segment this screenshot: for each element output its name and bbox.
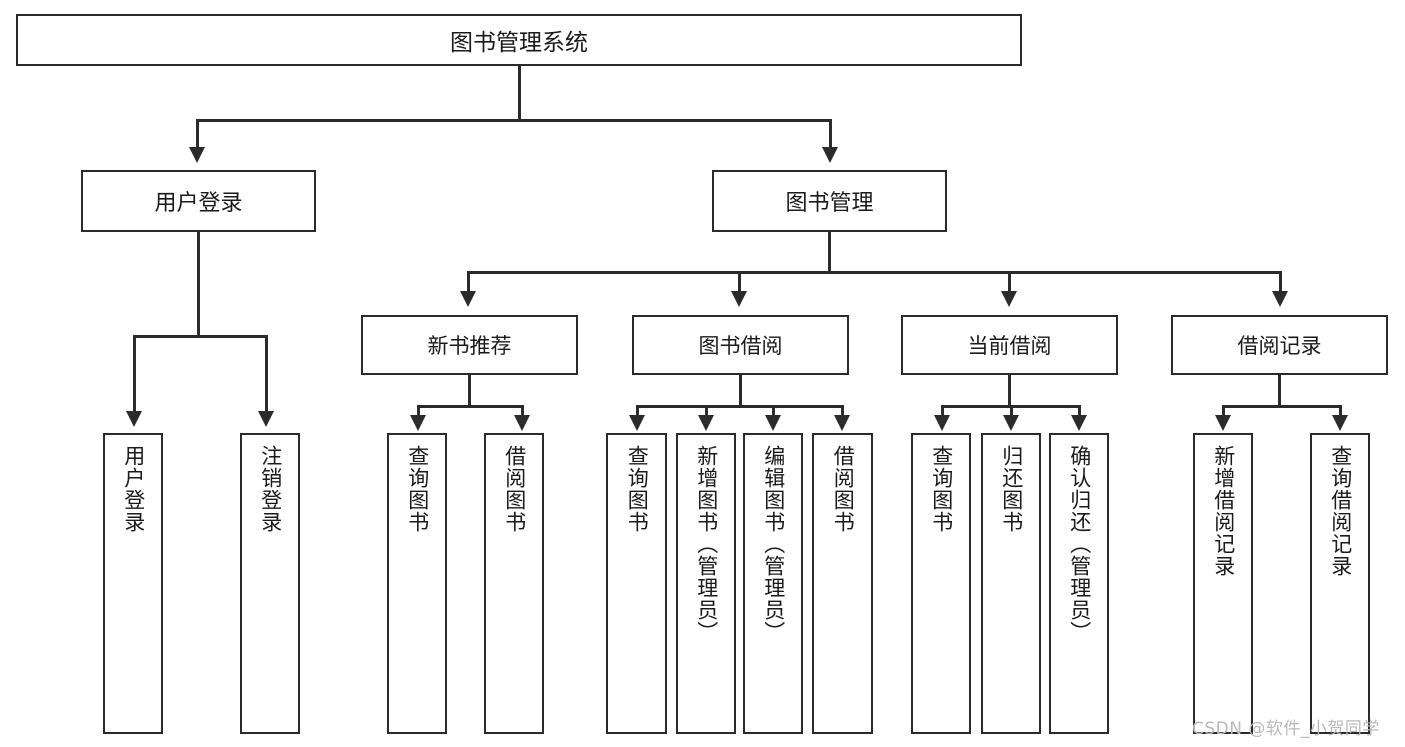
node-label: 查询图书 [929, 445, 954, 533]
edge-new-book-recommend-bus [417, 405, 524, 408]
arrowhead-leaf-borrow-book-1 [514, 415, 530, 431]
arrowhead-leaf-add-record [1215, 415, 1231, 431]
node-leaf-confirm-return[interactable]: 确认归还（管理员） [1049, 433, 1109, 734]
node-leaf-return-book[interactable]: 归还图书 [981, 433, 1041, 734]
arrowhead-leaf-query-book-3 [934, 415, 950, 431]
arrowhead-leaf-add-book [698, 415, 714, 431]
arrowhead-leaf-edit-book [765, 415, 781, 431]
edge-drop-leaf-user-login [133, 335, 136, 413]
edge-new-book-recommend-stem [468, 375, 471, 407]
edge-book-borrow-stem [739, 375, 742, 407]
node-leaf-borrow-book-2[interactable]: 借阅图书 [812, 433, 873, 734]
edge-level2-bus [196, 119, 832, 122]
edge-borrow-record-bus [1222, 405, 1340, 408]
node-new-book-recommend[interactable]: 新书推荐 [361, 315, 578, 375]
node-label: 查询借阅记录 [1328, 445, 1353, 577]
edge-drop-leaf-query-book-2 [636, 405, 639, 417]
node-label: 编辑图书（管理员） [761, 445, 786, 643]
node-label: 新增图书（管理员） [694, 445, 719, 643]
arrowhead-new-book-recommend [460, 291, 476, 307]
csdn-watermark: CSDN @软件_小贺同学 [1192, 719, 1380, 739]
arrowhead-current-borrow [1001, 291, 1017, 307]
node-label: 新书推荐 [427, 334, 512, 358]
arrowhead-leaf-logout-login [258, 411, 274, 427]
edge-current-borrow-stem [1008, 375, 1011, 407]
edge-drop-leaf-query-book-1 [417, 405, 420, 417]
edge-book-borrow-bus [636, 405, 844, 408]
node-current-borrow[interactable]: 当前借阅 [901, 315, 1118, 375]
edge-drop-leaf-borrow-book-2 [841, 405, 844, 417]
edge-book-management-stem [828, 232, 831, 273]
edge-drop-leaf-edit-book [772, 405, 775, 417]
edge-level3-bus [467, 271, 1281, 274]
node-book-borrow[interactable]: 图书借阅 [632, 315, 849, 375]
node-label: 注销登录 [258, 445, 283, 533]
edge-user-login-stem [197, 232, 200, 337]
arrowhead-leaf-confirm-return [1071, 415, 1087, 431]
edge-user-login-bus [133, 335, 267, 338]
node-leaf-borrow-book-1[interactable]: 借阅图书 [484, 433, 544, 734]
node-label: 借阅记录 [1237, 334, 1322, 358]
node-label: 借阅图书 [502, 445, 527, 533]
node-leaf-query-book-3[interactable]: 查询图书 [911, 433, 971, 734]
node-root-book-management-system[interactable]: 图书管理系统 [16, 14, 1022, 66]
edge-drop-leaf-return-book [1010, 405, 1013, 417]
edge-drop-new-book-recommend [467, 271, 470, 293]
edge-drop-leaf-logout-login [265, 335, 268, 413]
arrowhead-leaf-query-book-2 [629, 415, 645, 431]
edge-drop-book-borrow [738, 271, 741, 293]
node-label: 图书管理系统 [450, 30, 588, 56]
arrowhead-leaf-borrow-book-2 [834, 415, 850, 431]
arrowhead-leaf-query-book-1 [410, 415, 426, 431]
node-leaf-add-record[interactable]: 新增借阅记录 [1193, 433, 1253, 734]
node-label: 查询图书 [625, 445, 650, 533]
node-leaf-user-login[interactable]: 用户登录 [103, 433, 163, 734]
edge-drop-leaf-add-record [1222, 405, 1225, 417]
node-leaf-logout-login[interactable]: 注销登录 [240, 433, 300, 734]
edge-drop-borrow-record [1279, 271, 1282, 293]
edge-drop-leaf-query-book-3 [941, 405, 944, 417]
edge-drop-user-login [196, 119, 199, 149]
node-leaf-query-book-1[interactable]: 查询图书 [387, 433, 447, 734]
arrowhead-book-management [822, 147, 838, 163]
node-label: 确认归还（管理员） [1067, 445, 1092, 643]
node-borrow-record[interactable]: 借阅记录 [1171, 315, 1388, 375]
node-label: 借阅图书 [831, 445, 856, 533]
edge-drop-leaf-borrow-book-1 [521, 405, 524, 417]
edge-drop-current-borrow [1008, 271, 1011, 293]
node-label: 用户登录 [121, 445, 146, 533]
node-label: 查询图书 [405, 445, 430, 533]
edge-drop-leaf-confirm-return [1078, 405, 1081, 417]
node-label: 用户登录 [154, 191, 243, 216]
node-leaf-query-book-2[interactable]: 查询图书 [606, 433, 667, 734]
edge-drop-book-management [829, 119, 832, 149]
node-leaf-query-record[interactable]: 查询借阅记录 [1310, 433, 1370, 734]
arrowhead-user-login [189, 147, 205, 163]
edge-drop-leaf-query-record [1339, 405, 1342, 417]
node-label: 图书管理 [785, 191, 874, 216]
edge-borrow-record-stem [1278, 375, 1281, 407]
arrowhead-leaf-user-login [126, 411, 142, 427]
node-label: 新增借阅记录 [1211, 445, 1236, 577]
node-label: 归还图书 [999, 445, 1024, 533]
edge-root-stem [518, 66, 521, 121]
node-leaf-edit-book[interactable]: 编辑图书（管理员） [743, 433, 803, 734]
node-label: 图书借阅 [698, 334, 783, 358]
arrowhead-leaf-query-record [1332, 415, 1348, 431]
edge-drop-leaf-add-book [705, 405, 708, 417]
arrowhead-borrow-record [1272, 291, 1288, 307]
node-leaf-add-book[interactable]: 新增图书（管理员） [676, 433, 736, 734]
node-user-login[interactable]: 用户登录 [81, 170, 316, 232]
node-book-management[interactable]: 图书管理 [712, 170, 947, 232]
node-label: 当前借阅 [967, 334, 1052, 358]
arrowhead-leaf-return-book [1003, 415, 1019, 431]
arrowhead-book-borrow [731, 291, 747, 307]
